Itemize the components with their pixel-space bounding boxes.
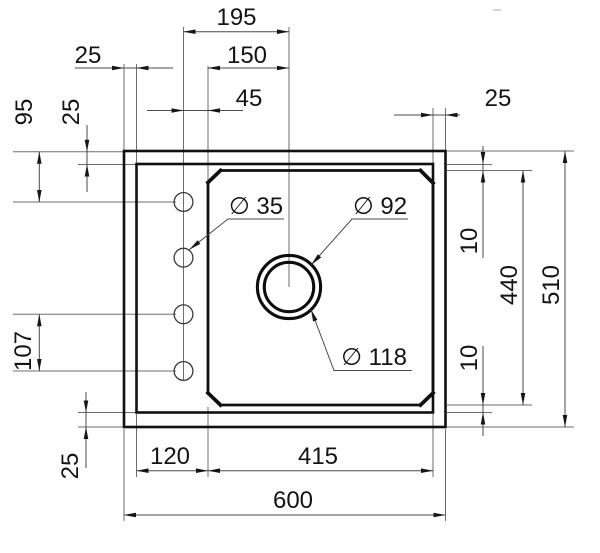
dim-510: 510 bbox=[538, 265, 565, 305]
dim-25-top-right: 25 bbox=[485, 85, 512, 112]
faucet-hole-3 bbox=[173, 304, 194, 325]
dia-35-label: ∅ 35 bbox=[229, 193, 283, 220]
dim-415: 415 bbox=[298, 443, 338, 470]
dia-118-label: ∅ 118 bbox=[341, 344, 407, 371]
dim-45: 45 bbox=[236, 85, 263, 112]
faucet-hole-1 bbox=[173, 191, 194, 213]
dim-25-top-left: 25 bbox=[75, 42, 102, 69]
dim-195: 195 bbox=[216, 4, 256, 31]
faucet-holes bbox=[173, 191, 194, 382]
drain-inner-circle bbox=[262, 260, 316, 314]
dim-150: 150 bbox=[227, 42, 267, 69]
extension-lines bbox=[13, 27, 574, 521]
diameter-leaders bbox=[189, 218, 412, 371]
dia-92-label: ∅ 92 bbox=[353, 193, 407, 220]
faucet-hole-2 bbox=[173, 247, 194, 268]
basin-corner-chamfers bbox=[205, 167, 436, 408]
sink-outer-outline bbox=[122, 149, 447, 429]
dimension-labels: 195 150 45 25 25 95 25 107 25 10 440 510… bbox=[10, 4, 565, 514]
dim-600: 600 bbox=[273, 487, 313, 514]
faucet-hole-4 bbox=[173, 360, 194, 382]
dimension-arrowheads bbox=[37, 29, 568, 518]
dim-107: 107 bbox=[10, 331, 37, 371]
dim-10-bottom: 10 bbox=[456, 345, 483, 372]
dim-120: 120 bbox=[150, 443, 190, 470]
dim-10-top: 10 bbox=[456, 228, 483, 255]
dim-25-left: 25 bbox=[58, 99, 85, 126]
dim-25-bottom-left: 25 bbox=[57, 453, 84, 480]
dim-440: 440 bbox=[496, 265, 523, 305]
dim-95: 95 bbox=[11, 99, 38, 126]
drain-outer-circle bbox=[255, 253, 323, 321]
